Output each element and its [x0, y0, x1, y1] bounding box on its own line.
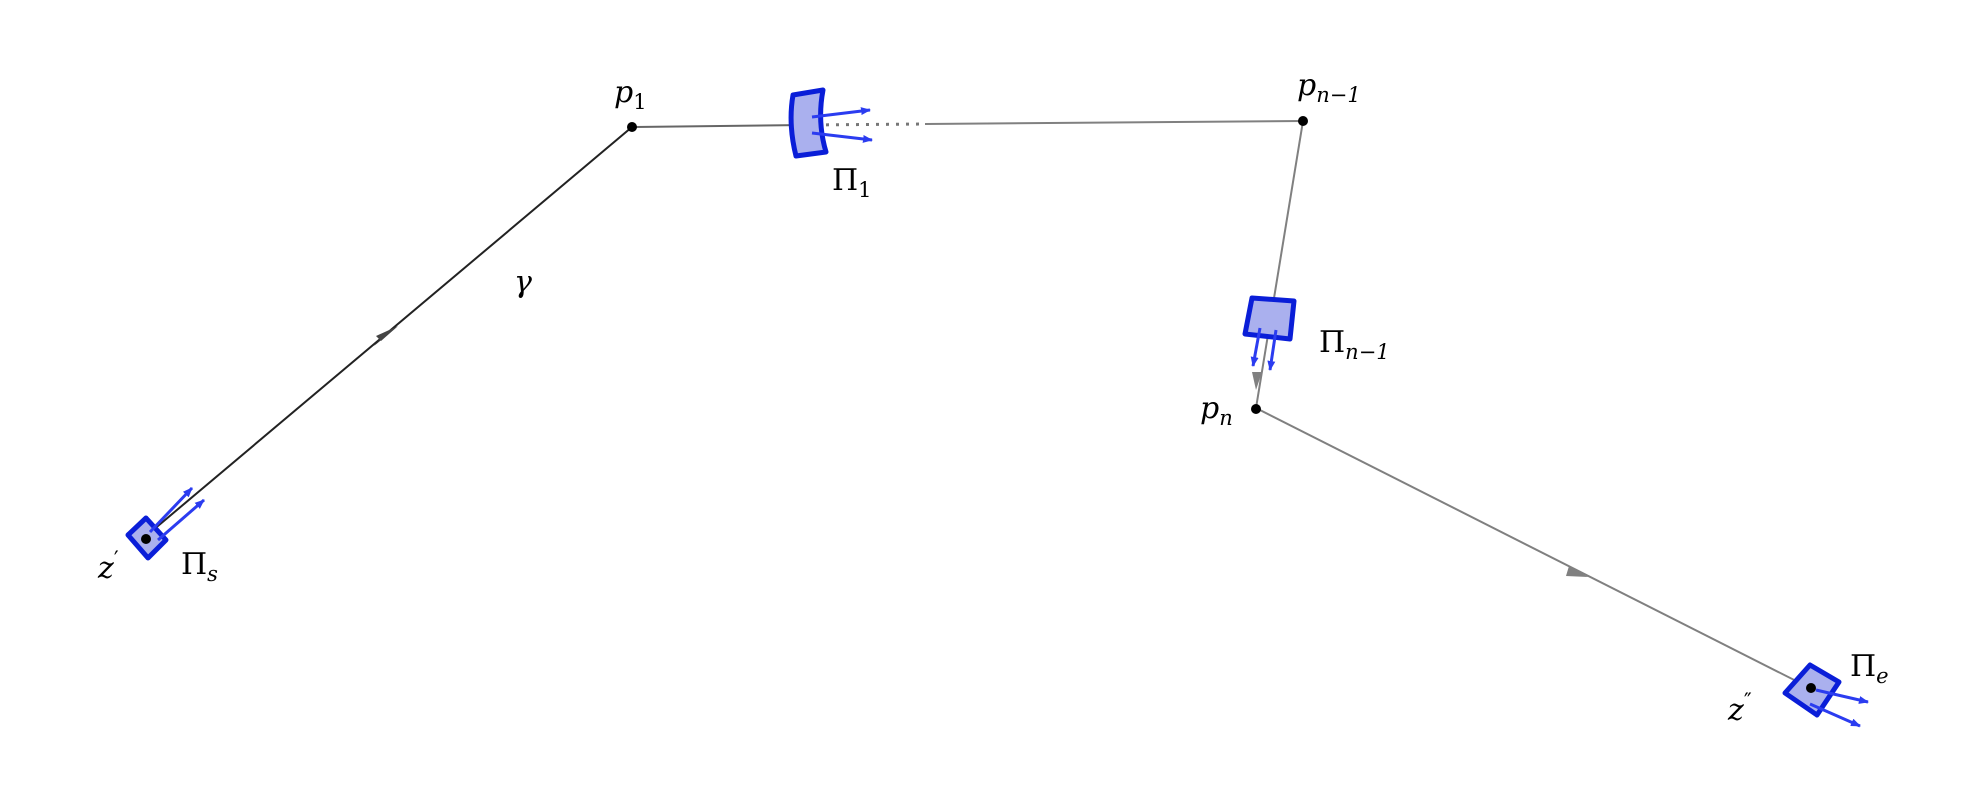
label-z-end: z″	[1727, 689, 1752, 728]
label-pn-minus-1: pn−1	[1297, 68, 1361, 107]
label-patch-start: Πs	[181, 547, 218, 586]
label-gamma: γ	[514, 265, 532, 300]
path-segment-dotted	[805, 122, 926, 127]
label-pn: pn	[1200, 391, 1233, 430]
label-patch-end: Πe	[1850, 649, 1889, 688]
patch-n-minus-1	[1242, 295, 1297, 371]
path-segment-pn-to-z	[1255, 407, 1813, 690]
path-segment-dots-to-pn1	[924, 120, 1304, 125]
label-p1: p1	[614, 75, 647, 114]
point-z-end	[1806, 683, 1816, 693]
path-segment-p1-to-dots	[631, 124, 807, 128]
direction-arrow-icon	[376, 326, 398, 341]
direction-arrow-icon	[1252, 372, 1262, 390]
label-patch-first: Π1	[832, 163, 872, 202]
point-p1	[627, 122, 637, 132]
label-patch-n-minus-1: Πn−1	[1319, 325, 1390, 364]
direction-arrow-icon	[1566, 566, 1588, 577]
point-z-start	[141, 534, 151, 544]
label-z-start: z′	[97, 547, 119, 586]
patch-first	[788, 87, 873, 159]
point-pn-minus-1	[1298, 116, 1308, 126]
point-pn	[1251, 404, 1261, 414]
path-segment-pn1-to-pn	[1255, 120, 1304, 409]
